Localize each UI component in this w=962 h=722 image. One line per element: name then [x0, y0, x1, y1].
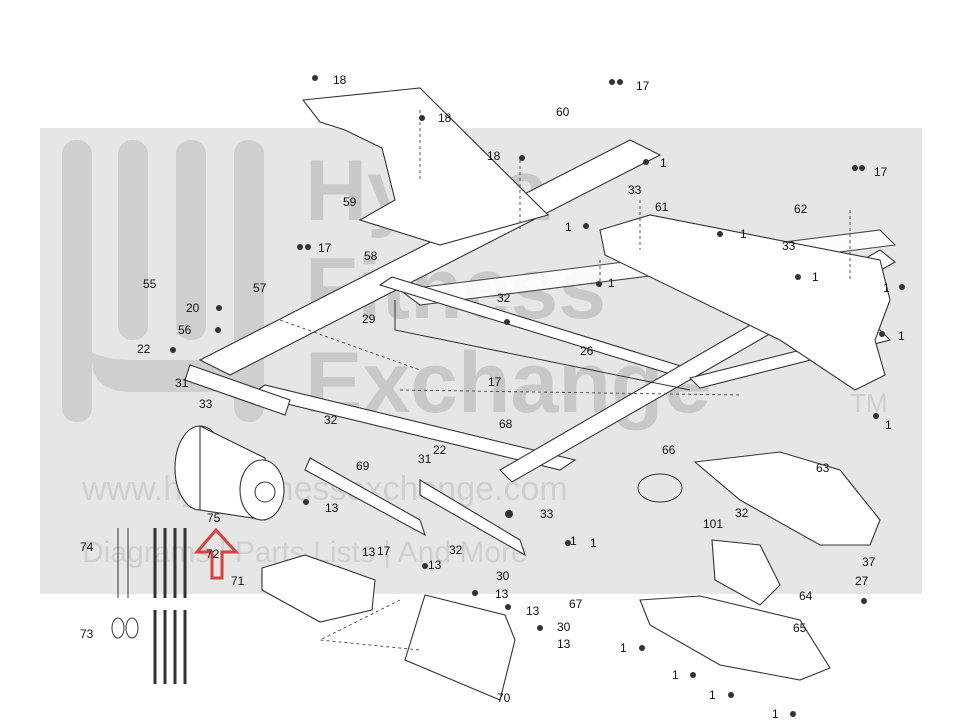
label-17: 17: [318, 241, 332, 255]
label-18: 18: [487, 149, 501, 163]
label-66: 66: [662, 443, 676, 457]
label-68: 68: [499, 417, 513, 431]
label-17: 17: [636, 79, 650, 93]
label-1: 1: [570, 534, 577, 548]
label-30: 30: [557, 620, 571, 634]
bracket-70: [404, 594, 516, 701]
label-33: 33: [782, 239, 796, 253]
label-1: 1: [812, 270, 819, 284]
label-13: 13: [428, 558, 442, 572]
label-29: 29: [362, 312, 376, 326]
label-1: 1: [590, 536, 597, 550]
controller-71: [261, 554, 376, 623]
label-1: 1: [740, 227, 747, 241]
label-32: 32: [449, 543, 463, 557]
label-1: 1: [608, 276, 615, 290]
watermark-logo: [62, 140, 264, 422]
label-32: 32: [324, 413, 338, 427]
label-1: 1: [672, 668, 679, 682]
label-65: 65: [793, 621, 807, 635]
motor-75: [174, 425, 285, 521]
label-32: 32: [735, 506, 749, 520]
label-57: 57: [253, 281, 267, 295]
label-17: 17: [874, 165, 888, 179]
label-13: 13: [495, 587, 509, 601]
label-13: 13: [325, 501, 339, 515]
label-1: 1: [898, 329, 905, 343]
label-1: 1: [883, 281, 890, 295]
label-32: 32: [497, 291, 511, 305]
label-33: 33: [540, 507, 554, 521]
label-1: 1: [885, 418, 892, 432]
label-17: 17: [377, 544, 391, 558]
label-61: 61: [655, 200, 669, 214]
label-27: 27: [855, 574, 869, 588]
plate-59: [301, 87, 550, 246]
label-1: 1: [620, 641, 627, 655]
motor-bracket-64: [711, 539, 781, 606]
watermark-tm: TM: [850, 388, 888, 418]
roller-69: [304, 457, 426, 537]
label-18: 18: [438, 111, 452, 125]
label-55: 55: [143, 277, 157, 291]
label-37: 37: [862, 555, 876, 569]
label-60: 60: [556, 105, 570, 119]
label-31: 31: [175, 376, 189, 390]
part-labels: 18 18 18 17 17 17 17 60 33 1 59 61 62 1 …: [80, 73, 905, 721]
label-1: 1: [709, 688, 716, 702]
label-71: 71: [231, 574, 245, 588]
label-26: 26: [580, 344, 594, 358]
label-22: 22: [433, 443, 447, 457]
label-1: 1: [660, 156, 667, 170]
label-18: 18: [333, 73, 347, 87]
red-callout-arrow: [193, 527, 240, 580]
deck-bar: [419, 479, 526, 557]
label-13: 13: [362, 545, 376, 559]
label-73: 73: [80, 627, 94, 641]
rail-61: [599, 214, 891, 391]
label-74: 74: [80, 540, 94, 554]
label-70: 70: [497, 691, 511, 705]
label-22: 22: [137, 342, 151, 356]
label-63: 63: [816, 461, 830, 475]
label-33: 33: [199, 397, 213, 411]
label-62: 62: [794, 202, 808, 216]
label-20: 20: [186, 301, 200, 315]
label-69: 69: [356, 459, 370, 473]
label-1: 1: [772, 707, 779, 721]
label-72: 72: [206, 547, 220, 561]
roller-33: [184, 364, 291, 416]
label-56: 56: [178, 323, 192, 337]
base-65: [639, 595, 831, 681]
screws: [170, 75, 905, 717]
hood-63: [693, 451, 881, 546]
label-1: 1: [565, 220, 572, 234]
label-17: 17: [488, 375, 502, 389]
label-67: 67: [569, 597, 583, 611]
label-64: 64: [799, 589, 813, 603]
cable-66: [637, 473, 683, 503]
label-31: 31: [418, 452, 432, 466]
ties-74-72: [111, 528, 187, 684]
label-101: 101: [703, 517, 723, 531]
label-30: 30: [496, 569, 510, 583]
label-13: 13: [557, 637, 571, 651]
label-59: 59: [343, 195, 357, 209]
label-75: 75: [207, 511, 221, 525]
label-58: 58: [364, 249, 378, 263]
label-33: 33: [628, 183, 642, 197]
label-13: 13: [526, 604, 540, 618]
